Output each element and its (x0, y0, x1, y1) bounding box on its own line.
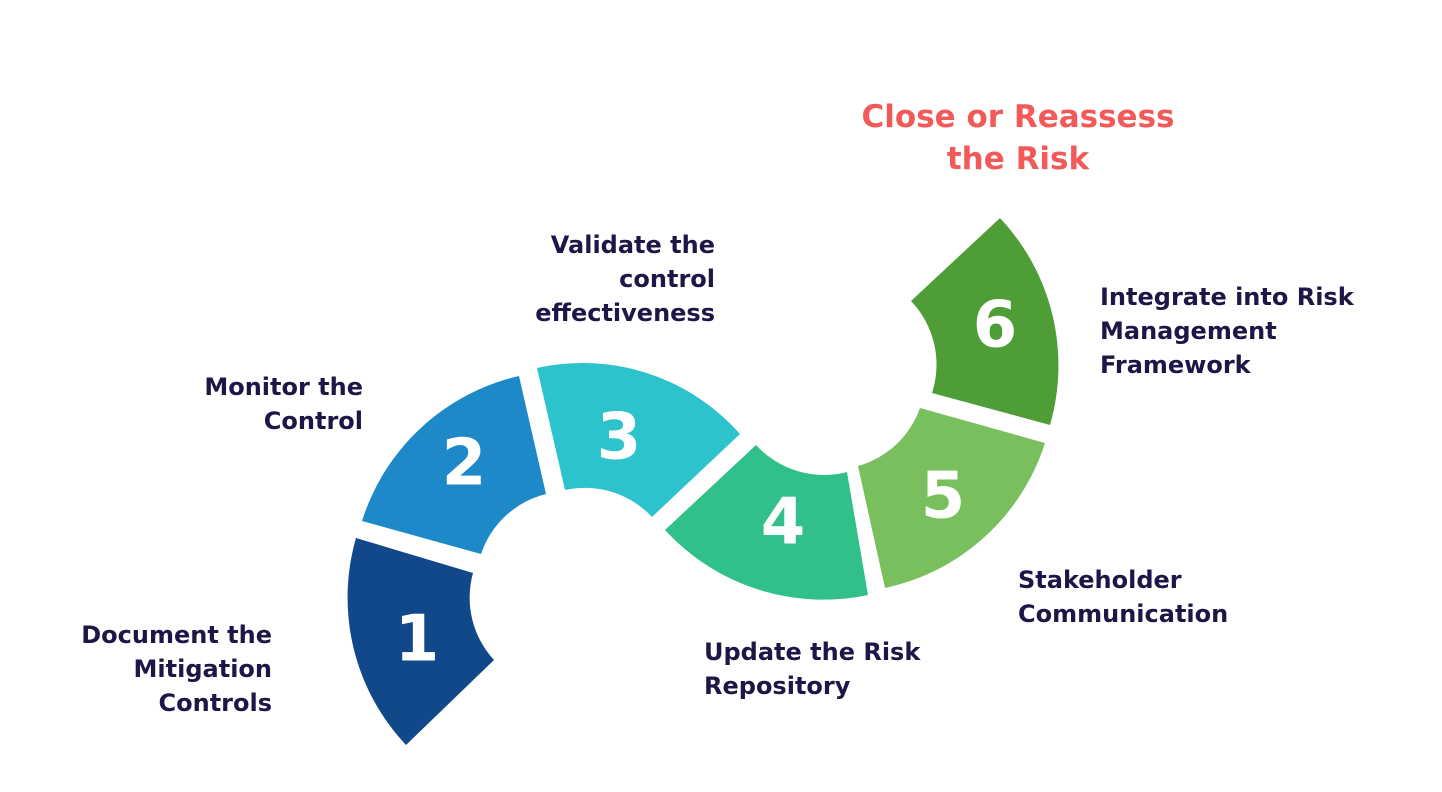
segment-3 (537, 362, 740, 517)
step-6-label-line: Framework (1100, 351, 1251, 379)
step-3-label-line: effectiveness (535, 299, 715, 327)
segment-1 (347, 538, 494, 745)
step-4-label-line: Update the Risk (704, 638, 921, 666)
step-3-label: Validate the control effectiveness (435, 228, 715, 330)
step-1-label-line: Mitigation (133, 655, 272, 683)
final-step-line: the Risk (946, 141, 1090, 177)
step-1-label-line: Document the (81, 621, 272, 649)
step-4-label-line: Repository (704, 672, 851, 700)
final-step-label: Close or Reassess the Risk (838, 96, 1198, 180)
step-1-label: Document the Mitigation Controls (22, 618, 272, 720)
final-step-line: Close or Reassess (861, 99, 1175, 135)
step-1-label-line: Controls (158, 689, 273, 717)
step-5-label-line: Stakeholder (1018, 566, 1182, 594)
segment-2 (362, 376, 546, 554)
step-1-number: 1 (395, 603, 440, 677)
step-2-label-line: Monitor the (204, 373, 363, 401)
step-6-label-line: Management (1100, 317, 1277, 345)
step-6-label-line: Integrate into Risk (1100, 283, 1354, 311)
step-3-label-line: Validate the (550, 231, 715, 259)
step-6-number: 6 (973, 289, 1018, 363)
step-2-number: 2 (442, 427, 487, 501)
step-5-number: 5 (921, 460, 966, 534)
step-2-label-line: Control (263, 407, 363, 435)
segment-5 (858, 408, 1045, 588)
segment-4 (665, 445, 868, 600)
step-2-label: Monitor the Control (113, 370, 363, 438)
step-4-label: Update the Risk Repository (704, 635, 1004, 703)
segment-6 (911, 218, 1059, 425)
step-3-label-line: control (619, 265, 715, 293)
step-5-label: Stakeholder Communication (1018, 563, 1318, 631)
step-5-label-line: Communication (1018, 600, 1229, 628)
step-4-number: 4 (761, 486, 806, 560)
step-3-number: 3 (597, 401, 642, 475)
step-6-label: Integrate into Risk Management Framework (1100, 280, 1420, 382)
